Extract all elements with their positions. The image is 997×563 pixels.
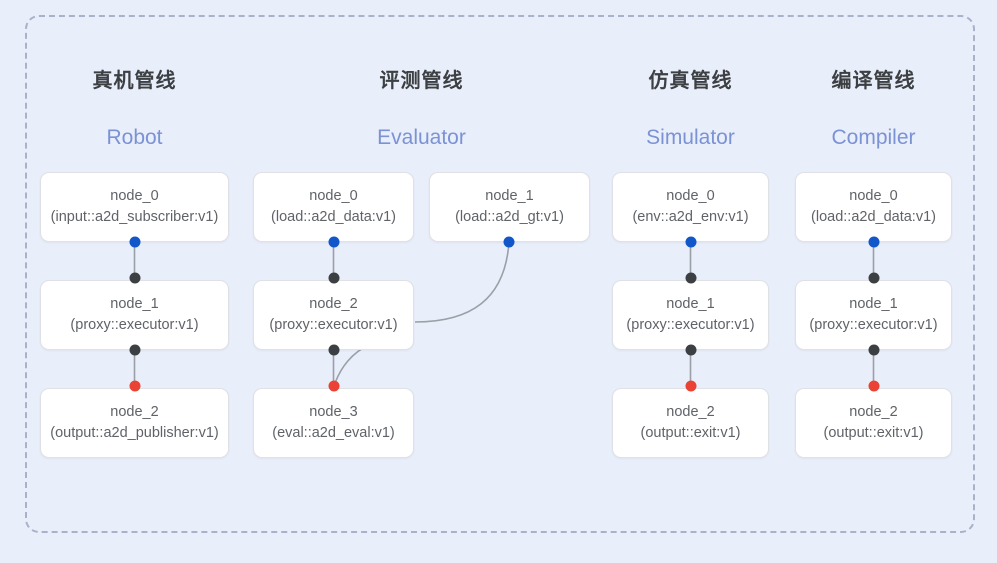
node-spec: (load::a2d_data:v1) <box>271 209 396 225</box>
column-title-en-evaluator: Evaluator <box>377 126 466 149</box>
node-name: node_2 <box>309 296 358 312</box>
node-spec: (input::a2d_subscriber:v1) <box>50 209 219 225</box>
node-evaluator-0[interactable]: node_0 (load::a2d_data:v1) <box>253 172 414 242</box>
port-output-evaluator-2[interactable] <box>328 344 339 356</box>
column-title-en-simulator: Simulator <box>646 126 735 149</box>
node-simulator-0[interactable]: node_0 (env::a2d_env:v1) <box>612 172 769 242</box>
node-robot-1[interactable]: node_1 (proxy::executor:v1) <box>40 280 229 350</box>
port-input-compiler-1[interactable] <box>868 272 879 284</box>
column-title-cn-simulator: 仿真管线 <box>648 70 733 92</box>
node-spec: (env::a2d_env:v1) <box>632 209 749 225</box>
port-input-evaluator-3[interactable] <box>328 380 339 392</box>
node-spec: (output::exit:v1) <box>640 425 741 441</box>
node-name: node_1 <box>666 296 715 312</box>
node-spec: (output::exit:v1) <box>823 425 924 441</box>
node-name: node_1 <box>485 188 534 204</box>
column-title-en-compiler: Compiler <box>831 126 916 149</box>
edge-eval-gt-to-executor <box>414 241 510 323</box>
column-title-en-robot: Robot <box>106 126 163 149</box>
port-input-compiler-2[interactable] <box>868 380 879 392</box>
port-input-simulator-1[interactable] <box>685 272 696 284</box>
node-compiler-0[interactable]: node_0 (load::a2d_data:v1) <box>795 172 952 242</box>
node-spec: (load::a2d_gt:v1) <box>455 209 564 225</box>
node-spec: (proxy::executor:v1) <box>626 317 755 333</box>
node-name: node_0 <box>849 188 898 204</box>
node-spec: (eval::a2d_eval:v1) <box>272 425 395 441</box>
port-output-compiler-0[interactable] <box>868 236 879 248</box>
column-title-cn-robot: 真机管线 <box>92 70 177 92</box>
port-input-simulator-2[interactable] <box>685 380 696 392</box>
node-simulator-2[interactable]: node_2 (output::exit:v1) <box>612 388 769 458</box>
node-name: node_2 <box>666 404 715 420</box>
node-name: node_0 <box>666 188 715 204</box>
column-title-cn-compiler: 编译管线 <box>831 70 916 92</box>
node-name: node_1 <box>110 296 159 312</box>
node-evaluator-3[interactable]: node_3 (eval::a2d_eval:v1) <box>253 388 414 458</box>
node-name: node_2 <box>110 404 159 420</box>
node-spec: (proxy::executor:v1) <box>269 317 398 333</box>
column-title-cn-evaluator: 评测管线 <box>379 70 464 92</box>
port-output-robot-0[interactable] <box>129 236 140 248</box>
port-output-evaluator-0[interactable] <box>328 236 339 248</box>
port-output-robot-1[interactable] <box>129 344 140 356</box>
node-simulator-1[interactable]: node_1 (proxy::executor:v1) <box>612 280 769 350</box>
port-output-simulator-1[interactable] <box>685 344 696 356</box>
node-compiler-2[interactable]: node_2 (output::exit:v1) <box>795 388 952 458</box>
node-name: node_0 <box>110 188 159 204</box>
node-name: node_0 <box>309 188 358 204</box>
node-spec: (output::a2d_publisher:v1) <box>50 425 219 441</box>
node-name: node_3 <box>309 404 358 420</box>
node-spec: (proxy::executor:v1) <box>70 317 199 333</box>
node-name: node_1 <box>849 296 898 312</box>
port-output-simulator-0[interactable] <box>685 236 696 248</box>
port-input-robot-2[interactable] <box>129 380 140 392</box>
node-evaluator-1[interactable]: node_1 (load::a2d_gt:v1) <box>429 172 590 242</box>
node-spec: (proxy::executor:v1) <box>809 317 938 333</box>
node-compiler-1[interactable]: node_1 (proxy::executor:v1) <box>795 280 952 350</box>
node-robot-0[interactable]: node_0 (input::a2d_subscriber:v1) <box>40 172 229 242</box>
node-spec: (load::a2d_data:v1) <box>811 209 936 225</box>
node-name: node_2 <box>849 404 898 420</box>
port-input-robot-1[interactable] <box>129 272 140 284</box>
port-output-evaluator-1[interactable] <box>503 236 515 248</box>
node-evaluator-2[interactable]: node_2 (proxy::executor:v1) <box>253 280 414 350</box>
node-robot-2[interactable]: node_2 (output::a2d_publisher:v1) <box>40 388 229 458</box>
port-input-evaluator-2[interactable] <box>328 272 339 284</box>
port-output-compiler-1[interactable] <box>868 344 879 356</box>
edge-eval-executor-to-eval <box>333 343 372 387</box>
